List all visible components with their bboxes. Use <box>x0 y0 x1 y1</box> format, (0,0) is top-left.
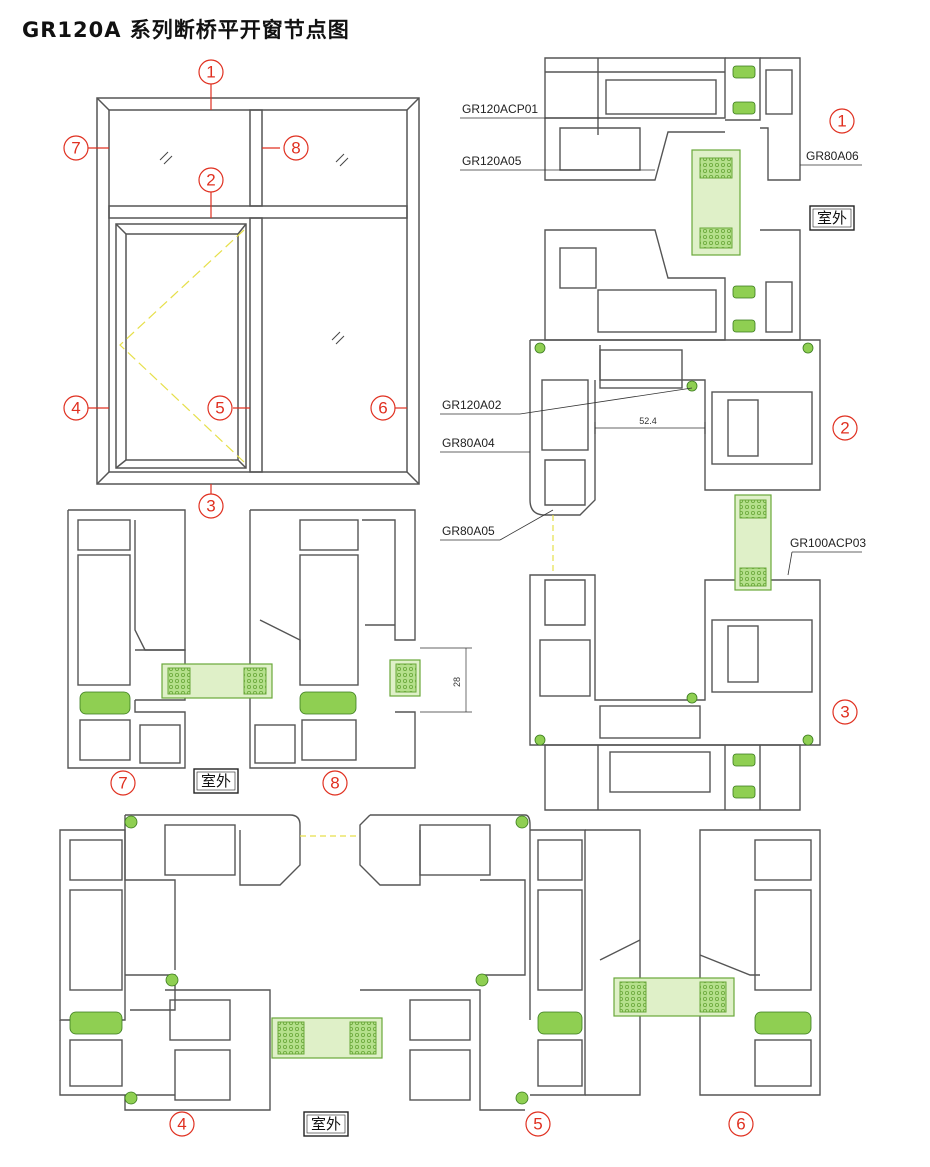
section-marker-3: 3 <box>840 703 849 722</box>
marker-3: 3 <box>206 497 215 516</box>
section-7-8 <box>67 509 416 769</box>
section-marker-7: 7 <box>118 774 127 793</box>
glass-unit <box>691 149 772 591</box>
outside-label: 室外 <box>817 209 847 227</box>
section-marker-1: 1 <box>837 112 846 131</box>
section-marker-5: 5 <box>533 1115 542 1134</box>
outside-badge: 室外 <box>303 1111 349 1137</box>
section-marker-2: 2 <box>840 419 849 438</box>
label-gr80a06: GR80A06 <box>806 149 859 163</box>
outside-badge: 室外 <box>809 205 855 231</box>
dimension-52-4 <box>594 422 706 434</box>
outside-label: 室外 <box>201 772 231 790</box>
marker-circles <box>63 59 858 1137</box>
marker-leaders <box>88 84 407 494</box>
marker-4: 4 <box>71 399 80 418</box>
section-marker-6: 6 <box>736 1115 745 1134</box>
glass-unit <box>271 977 735 1059</box>
glass-mark <box>159 151 349 345</box>
marker-1: 1 <box>206 63 215 82</box>
label-gr100acp03: GR100ACP03 <box>790 536 866 550</box>
gasket <box>534 65 814 799</box>
label-gr120a05: GR120A05 <box>462 154 522 168</box>
marker-2: 2 <box>206 171 215 190</box>
part-label-leaders <box>440 117 862 576</box>
section-marker-8: 8 <box>330 774 339 793</box>
section-marker-4: 4 <box>177 1115 186 1134</box>
label-gr120a02: GR120A02 <box>442 398 502 412</box>
window-elevation <box>96 97 420 485</box>
label-gr80a05: GR80A05 <box>442 524 495 538</box>
marker-8: 8 <box>291 139 300 158</box>
gasket <box>69 815 812 1105</box>
label-gr80a04: GR80A04 <box>442 436 495 450</box>
marker-7: 7 <box>71 139 80 158</box>
dimension-28 <box>420 647 472 713</box>
dim-text-52-4: 52.4 <box>639 416 657 426</box>
outside-label: 室外 <box>311 1115 341 1133</box>
dim-text-28: 28 <box>452 677 462 687</box>
sash-open-line <box>119 229 245 463</box>
label-gr120acp01: GR120ACP01 <box>462 102 538 116</box>
glass-unit <box>161 659 421 699</box>
page-title: GR120A 系列断桥平开窗节点图 <box>22 18 350 42</box>
marker-5: 5 <box>215 399 224 418</box>
gasket <box>79 691 357 715</box>
section-4-5 <box>59 814 821 1111</box>
outside-badge: 室外 <box>193 768 239 794</box>
section-vertical <box>529 57 821 811</box>
marker-6: 6 <box>378 399 387 418</box>
